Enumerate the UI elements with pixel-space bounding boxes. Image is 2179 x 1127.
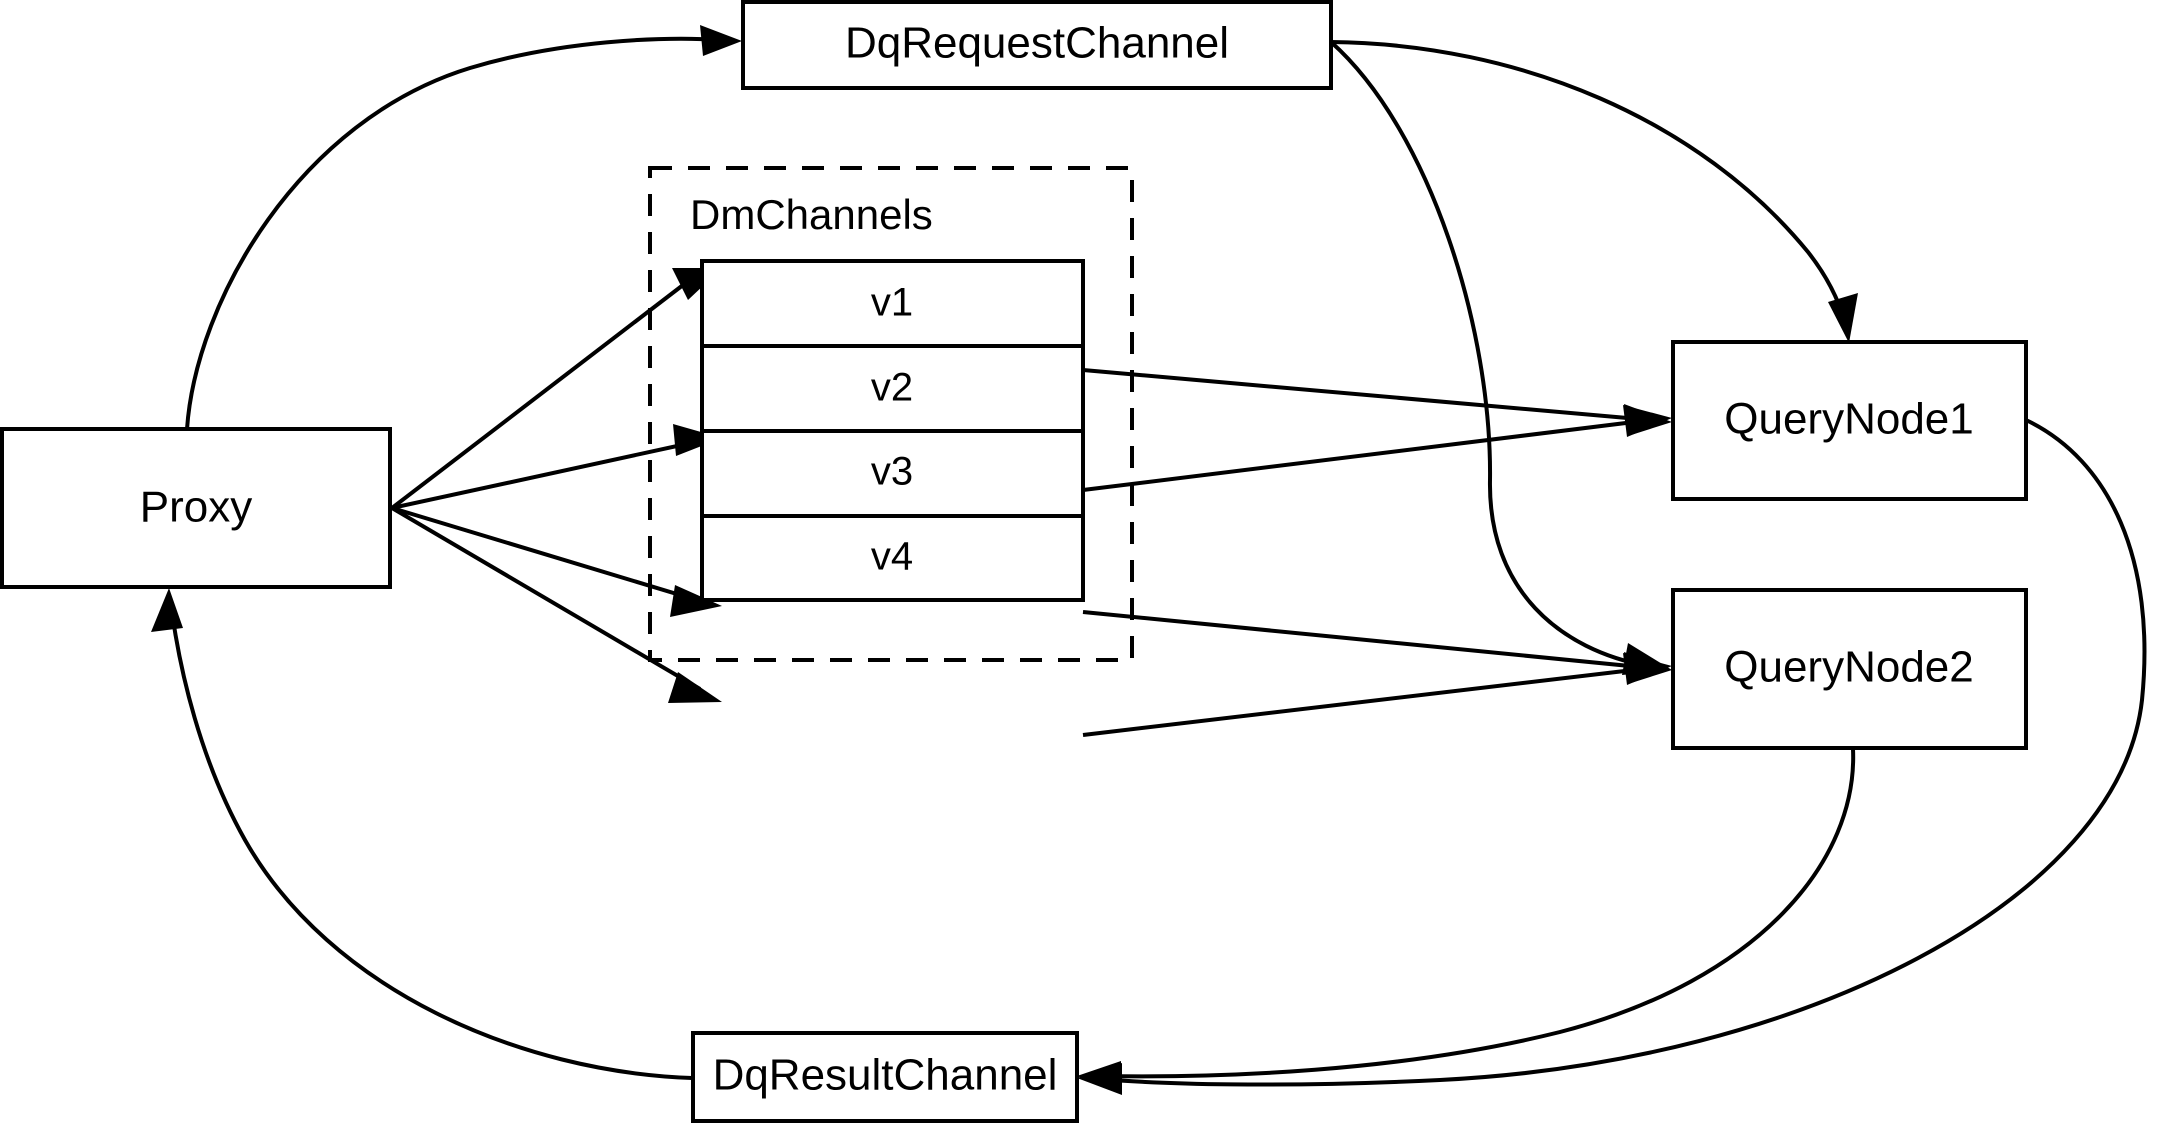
- edge-dqresultchannel-to-proxy: [151, 588, 693, 1080]
- node-query-node-1-label: QueryNode1: [1724, 395, 1973, 444]
- dm-channels-group: DmChannels: [648, 166, 1134, 662]
- node-dq-request-channel-label: DqRequestChannel: [845, 19, 1229, 68]
- dm-channels-group-label: DmChannels: [690, 191, 933, 238]
- dm-channel-row-v1[interactable]: v1: [871, 281, 913, 325]
- edge-v2-to-querynode1: [1082, 405, 1672, 492]
- dm-channel-row-v3[interactable]: v3: [871, 450, 913, 494]
- dm-channel-row-v4[interactable]: v4: [871, 535, 913, 579]
- node-query-node-2[interactable]: QueryNode2: [1671, 588, 2028, 750]
- node-dq-request-channel[interactable]: DqRequestChannel: [741, 0, 1333, 90]
- node-query-node-1[interactable]: QueryNode1: [1671, 340, 2028, 501]
- edge-querynode1-to-dqresultchannel: [1077, 418, 2147, 1095]
- edge-v1-to-querynode1: [1082, 368, 1672, 436]
- edge-proxy-to-v2: [391, 424, 722, 510]
- node-proxy[interactable]: Proxy: [0, 427, 392, 589]
- dm-channel-row-v2[interactable]: v2: [871, 366, 913, 410]
- node-dq-result-channel[interactable]: DqResultChannel: [691, 1031, 1079, 1123]
- node-query-node-2-label: QueryNode2: [1724, 643, 1973, 692]
- edge-dqrequestchannel-to-querynode2: [1329, 40, 1672, 675]
- edge-querynode2-to-dqresultchannel: [1077, 748, 1856, 1093]
- node-proxy-label: Proxy: [140, 483, 252, 532]
- edge-v4-to-querynode2: [1082, 653, 1672, 737]
- edge-proxy-to-dqrequestchannel: [185, 25, 742, 430]
- edge-v3-to-querynode2: [1082, 610, 1672, 684]
- dm-channels-table: v1 v2 v3 v4: [700, 259, 1085, 602]
- edge-proxy-to-v3: [391, 506, 722, 617]
- edge-dqrequestchannel-to-querynode1: [1330, 40, 1858, 343]
- node-dq-result-channel-label: DqResultChannel: [713, 1051, 1058, 1100]
